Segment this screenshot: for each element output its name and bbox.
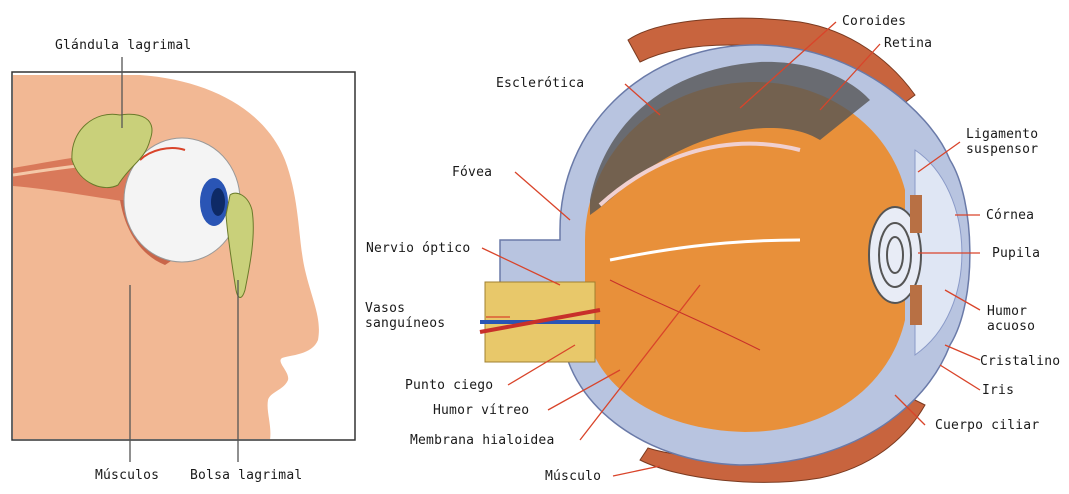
label-humor-acuoso: Humor acuoso [987, 304, 1035, 334]
label-cuerpo-ciliar: Cuerpo ciliar [935, 418, 1039, 433]
label-pupila: Pupila [992, 246, 1040, 261]
label-retina: Retina [884, 36, 932, 51]
label-cristalino: Cristalino [980, 354, 1060, 369]
label-iris: Iris [982, 383, 1014, 398]
label-musculos: Músculos [95, 468, 159, 483]
label-bolsa-lagrimal: Bolsa lagrimal [190, 468, 302, 483]
label-musculo: Músculo [545, 469, 601, 484]
label-punto-ciego: Punto ciego [405, 378, 493, 393]
label-nervio-optico: Nervio óptico [366, 241, 470, 256]
label-membrana-hialoidea: Membrana hialoidea [410, 433, 554, 448]
head-profile-figure [12, 72, 355, 440]
label-glandula-lagrimal: Glándula lagrimal [55, 38, 191, 53]
label-vasos-sanguineos: Vasos sanguíneos [365, 301, 445, 331]
iris-bottom [910, 285, 922, 325]
label-humor-vitreo: Humor vítreo [433, 403, 529, 418]
iris-top [910, 195, 922, 233]
label-esclerotica: Esclerótica [496, 76, 584, 91]
label-cornea: Córnea [986, 208, 1034, 223]
label-fovea: Fóvea [452, 165, 492, 180]
label-ligamento-suspensor: Ligamento suspensor [966, 127, 1038, 157]
label-coroides: Coroides [842, 14, 906, 29]
